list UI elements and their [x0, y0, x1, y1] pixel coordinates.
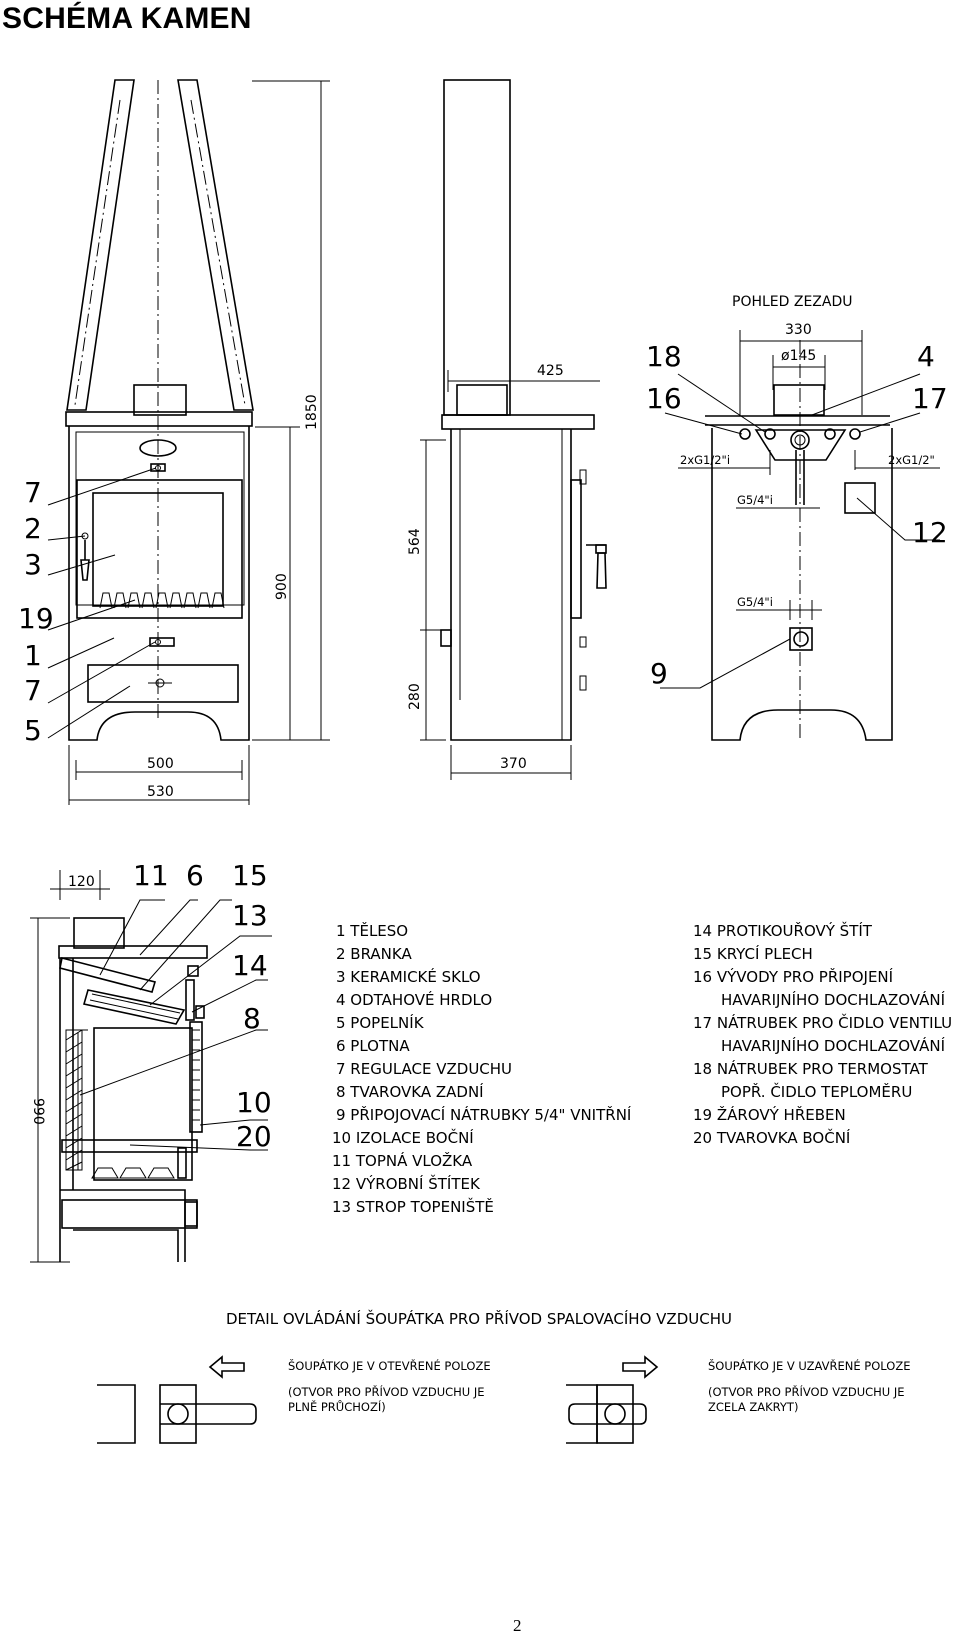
legend-item: HAVARIJNÍHO DOCHLAZOVÁNÍ: [721, 1036, 945, 1055]
rear-label-12: 12: [912, 516, 948, 549]
front-label-7a: 7: [24, 476, 42, 509]
dim-280: 280: [407, 683, 423, 710]
legend-item: HAVARIJNÍHO DOCHLAZOVÁNÍ: [721, 990, 945, 1009]
legend-item: 17 NÁTRUBEK PRO ČIDLO VENTILU: [693, 1013, 952, 1032]
legend-item: 16 VÝVODY PRO PŘIPOJENÍ: [693, 967, 893, 986]
front-label-1: 1: [24, 639, 42, 672]
side-view: [420, 79, 607, 780]
legend-item: 18 NÁTRUBEK PRO TERMOSTAT: [693, 1059, 929, 1078]
front-label-5: 5: [24, 714, 42, 747]
dim-425: 425: [537, 363, 564, 379]
section-label-8: 8: [243, 1002, 261, 1035]
dim-564: 564: [407, 528, 423, 555]
legend-item: 1 TĚLESO: [336, 921, 408, 940]
thread-g54-a: G5/4"i: [737, 493, 773, 507]
legend-right: 14 PROTIKOUŘOVÝ ŠTÍT 15 KRYCÍ PLECH 16 V…: [693, 921, 952, 1147]
legend-item: 9 PŘIPOJOVACÍ NÁTRUBKY 5/4" VNITŘNÍ: [336, 1105, 631, 1124]
legend-item: 5 POPELNÍK: [336, 1013, 425, 1032]
section-label-10: 10: [236, 1086, 272, 1119]
detail-open-line2: (OTVOR PRO PŘÍVOD VZDUCHU JE: [288, 1384, 485, 1399]
legend-item: 7 REGULACE VZDUCHU: [336, 1060, 512, 1078]
legend-item: 10 IZOLACE BOČNÍ: [332, 1128, 474, 1147]
detail-open-line3: PLNĚ PRŮCHOZÍ): [288, 1399, 386, 1414]
legend-item: 6 PLOTNA: [336, 1037, 410, 1055]
detail-closed-line3: ZCELA ZAKRYT): [708, 1400, 798, 1414]
section-view-labels: 120 990 11 6 15 13 14 8 10 20: [30, 859, 272, 1153]
legend-item: POPŘ. ČIDLO TEPLOMĚRU: [721, 1082, 912, 1101]
rear-view-labels: POHLED ZEZADU 330 ø145 18 16 4 17 12 9 2…: [646, 294, 948, 690]
rear-label-16: 16: [646, 382, 682, 415]
dim-900: 900: [274, 573, 290, 600]
section-view: [30, 870, 272, 1263]
dim-370: 370: [500, 756, 527, 772]
legend-item: 15 KRYCÍ PLECH: [693, 944, 813, 963]
legend-item: 19 ŽÁROVÝ HŘEBEN: [693, 1105, 846, 1124]
legend-item: 4 ODTAHOVÉ HRDLO: [336, 990, 492, 1009]
detail-open-line1: ŠOUPÁTKO JE V OTEVŘENÉ POLOZE: [288, 1358, 491, 1373]
rear-label-9: 9: [650, 657, 668, 690]
legend-item: 14 PROTIKOUŘOVÝ ŠTÍT: [693, 921, 873, 940]
section-label-15: 15: [232, 859, 268, 892]
legend-item: 13 STROP TOPENIŠTĚ: [332, 1197, 494, 1216]
front-label-2: 2: [24, 512, 42, 545]
dim-530: 530: [147, 784, 174, 800]
dim-990: 990: [30, 1098, 46, 1125]
section-label-6: 6: [186, 859, 204, 892]
legend-left: 1 TĚLESO 2 BRANKA 3 KERAMICKÉ SKLO 4 ODT…: [332, 921, 631, 1216]
detail-closed-line1: ŠOUPÁTKO JE V UZAVŘENÉ POLOZE: [708, 1358, 910, 1373]
dim-330: 330: [785, 322, 812, 338]
section-label-13: 13: [232, 899, 268, 932]
section-label-20: 20: [236, 1120, 272, 1153]
side-view-labels: 425 564 280 370: [407, 363, 564, 772]
legend-item: 8 TVAROVKA ZADNÍ: [336, 1082, 484, 1101]
front-label-7b: 7: [24, 674, 42, 707]
detail-labels: DETAIL OVLÁDÁNÍ ŠOUPÁTKA PRO PŘÍVOD SPAL…: [226, 1309, 910, 1414]
detail-title: DETAIL OVLÁDÁNÍ ŠOUPÁTKA PRO PŘÍVOD SPAL…: [226, 1309, 732, 1328]
front-view-labels: 7 2 3 19 1 7 5 500 530 1850 900: [18, 394, 320, 800]
page-title: SCHÉMA KAMEN: [2, 2, 252, 35]
thread-left: 2xG1/2"i: [680, 453, 730, 467]
rear-label-17: 17: [912, 382, 948, 415]
front-label-19: 19: [18, 602, 54, 635]
legend-item: 11 TOPNÁ VLOŽKA: [332, 1151, 473, 1170]
rear-view: [660, 330, 940, 741]
dim-500: 500: [147, 756, 174, 772]
page-number: 2: [513, 1616, 522, 1635]
legend-item: 12 VÝROBNÍ ŠTÍTEK: [332, 1174, 481, 1193]
legend-item: 2 BRANKA: [336, 945, 412, 963]
damper-detail: [97, 1355, 659, 1444]
section-label-14: 14: [232, 949, 268, 982]
legend-item: 20 TVAROVKA BOČNÍ: [693, 1128, 850, 1147]
dim-1850: 1850: [304, 394, 320, 430]
legend-item: 3 KERAMICKÉ SKLO: [336, 967, 481, 986]
front-label-3: 3: [24, 548, 42, 581]
rear-label-4: 4: [917, 340, 935, 373]
rear-label-18: 18: [646, 340, 682, 373]
thread-right: 2xG1/2": [888, 453, 935, 467]
section-label-11: 11: [133, 859, 169, 892]
dim-dia-145: ø145: [781, 348, 816, 364]
front-view: [47, 79, 330, 805]
rear-view-title: POHLED ZEZADU: [732, 294, 853, 310]
thread-g54-b: G5/4"i: [737, 595, 773, 609]
detail-closed-line2: (OTVOR PRO PŘÍVOD VZDUCHU JE: [708, 1384, 905, 1399]
dim-120: 120: [68, 874, 95, 890]
